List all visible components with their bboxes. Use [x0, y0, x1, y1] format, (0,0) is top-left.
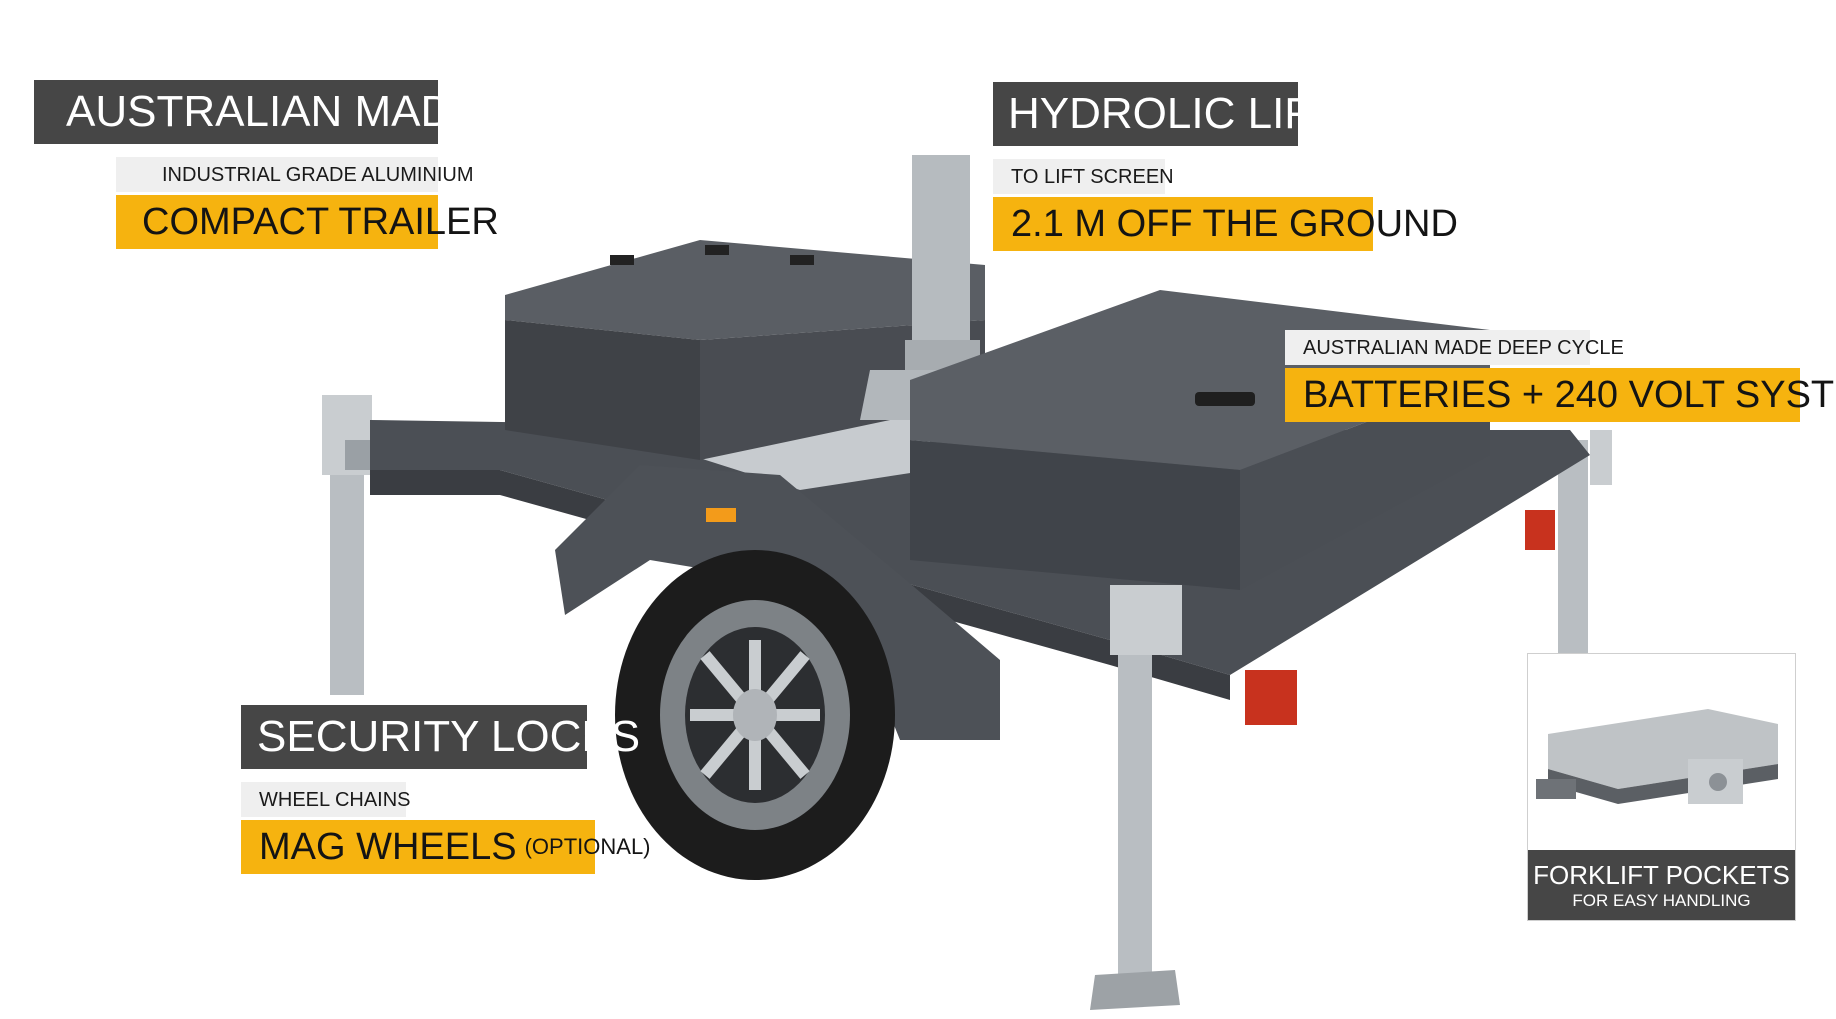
australian-made-title-text: AUSTRALIAN MADE: [66, 87, 482, 136]
forklift-caption: FORKLIFT POCKETS FOR EASY HANDLING: [1528, 850, 1795, 920]
tail-lights: [1245, 510, 1555, 725]
mag-wheels-highlight: MAG WHEELS (OPTIONAL): [241, 820, 651, 874]
lift-height-highlight: 2.1 M OFF THE GROUND: [993, 197, 1458, 251]
aluminium-subtitle-text: INDUSTRIAL GRADE ALUMINIUM: [162, 163, 474, 186]
security-locks-title-text: SECURITY LOCKS: [257, 712, 641, 761]
jack-stand-rear-right: [1558, 430, 1612, 655]
batteries-highlight: BATTERIES + 240 VOLT SYSTEM: [1285, 368, 1836, 422]
mag-wheel: [615, 550, 895, 880]
compact-trailer-text: COMPACT TRAILER: [142, 201, 499, 243]
hydrolic-lift-title: HYDROLIC LIFT: [993, 82, 1338, 146]
aluminium-subtitle: INDUSTRIAL GRADE ALUMINIUM: [116, 157, 474, 192]
lift-screen-subtitle: TO LIFT SCREEN: [993, 159, 1174, 194]
forklift-title: FORKLIFT POCKETS: [1533, 859, 1790, 890]
mag-wheels-text: MAG WHEELS: [259, 826, 517, 868]
jack-stand-front-right: [1090, 585, 1182, 1010]
wheel-chains-subtitle-text: WHEEL CHAINS: [259, 788, 411, 811]
optional-note: (OPTIONAL): [524, 834, 651, 859]
jack-stand-rear-left: [322, 395, 385, 695]
storage-box-left: [505, 240, 985, 460]
lift-screen-subtitle-text: TO LIFT SCREEN: [1011, 165, 1174, 188]
batteries-text: BATTERIES + 240 VOLT SYSTEM: [1303, 374, 1836, 416]
wheel-chains-subtitle: WHEEL CHAINS: [241, 782, 411, 817]
australian-made-title: AUSTRALIAN MADE: [34, 80, 482, 144]
hydrolic-lift-title-text: HYDROLIC LIFT: [1008, 89, 1339, 138]
deep-cycle-subtitle: AUSTRALIAN MADE DEEP CYCLE: [1285, 330, 1624, 365]
compact-trailer-highlight: COMPACT TRAILER: [116, 195, 499, 249]
deep-cycle-subtitle-text: AUSTRALIAN MADE DEEP CYCLE: [1303, 336, 1624, 359]
forklift-inset: FORKLIFT POCKETS FOR EASY HANDLING: [1527, 653, 1796, 921]
forklift-pocket-photo: [1528, 654, 1795, 850]
lift-height-text: 2.1 M OFF THE GROUND: [1011, 203, 1458, 245]
forklift-subtitle: FOR EASY HANDLING: [1572, 890, 1751, 910]
security-locks-title: SECURITY LOCKS: [241, 705, 640, 769]
